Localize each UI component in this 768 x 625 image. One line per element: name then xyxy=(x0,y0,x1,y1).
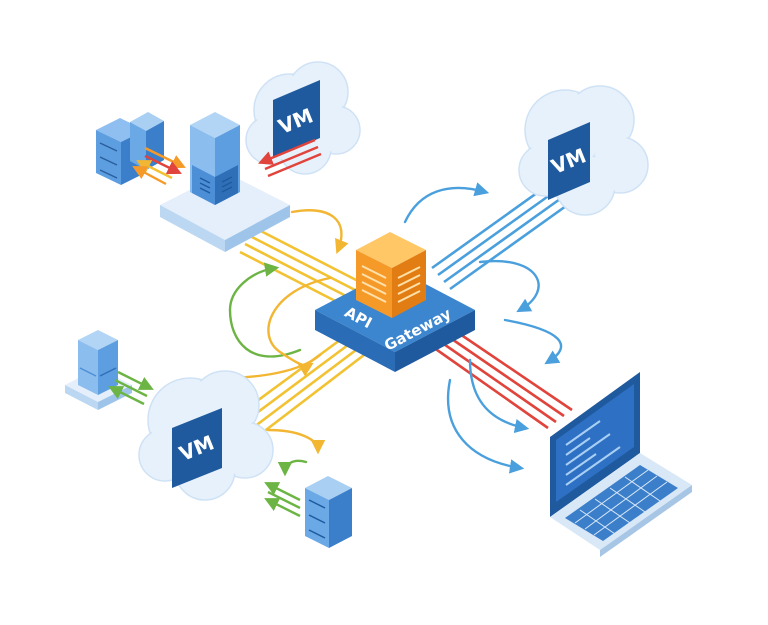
vm-cloud-bottom-left: VM xyxy=(138,370,274,501)
laptop xyxy=(550,372,692,557)
connection-lines-rack-top-left xyxy=(132,146,186,186)
gateway-building-icon xyxy=(356,232,426,318)
vm-cloud-top-left: VM xyxy=(245,61,361,175)
connection-lines-rack-bottom xyxy=(264,482,301,518)
api-gateway: API Gateway xyxy=(315,268,475,372)
server-rack-bottom xyxy=(305,476,352,548)
vm-cloud-top-right: VM xyxy=(518,85,649,216)
connection-lines-bottom-right xyxy=(429,328,573,430)
connection-lines-top-left xyxy=(239,226,361,308)
server-rack-top-left xyxy=(96,112,164,185)
connection-lines-server-bottom-left xyxy=(108,370,154,406)
connection-lines-vm-top-left xyxy=(258,138,322,178)
server-platform-bottom-left xyxy=(65,330,132,410)
server-platform-top-left xyxy=(160,112,290,252)
